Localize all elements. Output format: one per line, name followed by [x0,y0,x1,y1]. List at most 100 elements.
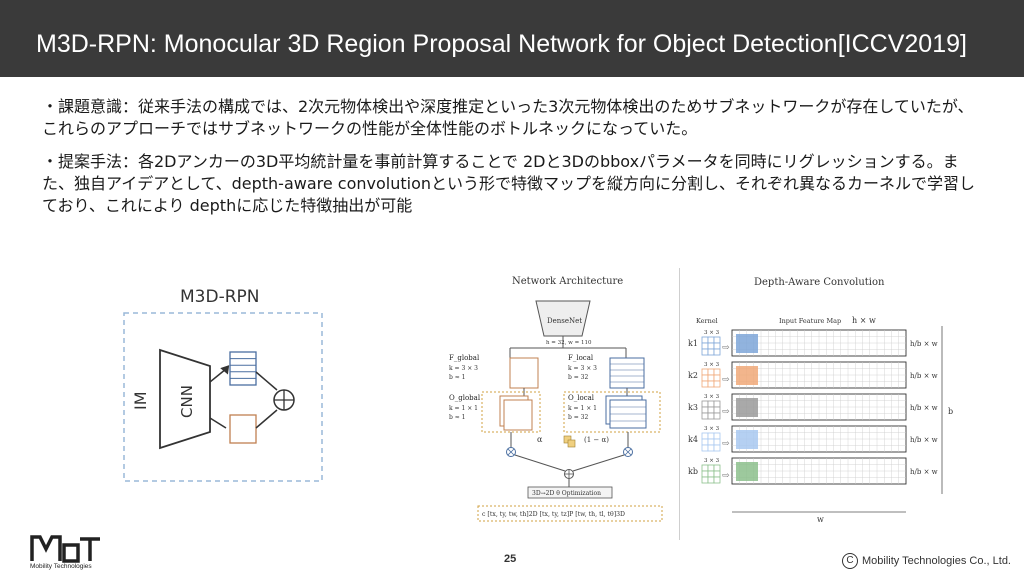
kernel-label-2: k2 [688,371,698,380]
kernel-cell [713,438,721,446]
kernel-size-5: 3 × 3 [704,458,720,464]
m3drpn-title: M3D-RPN [180,287,260,307]
depth-aware-title: Depth-Aware Convolution [754,277,885,288]
kernel-label-1: k1 [688,339,698,348]
m3drpn-diagram: M3D-RPN IM CNN [123,287,323,482]
f-local-block [609,357,645,389]
company-logo [30,533,100,567]
kernel-cell [701,336,709,344]
logo-subtitle: Mobility Technologies [30,563,92,570]
kernel-cell [701,374,709,382]
o-local-frame [563,391,661,433]
kernel-cell [713,374,721,382]
arrow-icon-2: ⇨ [722,375,730,385]
kernel-cell [701,406,709,414]
mot-logo-icon [30,535,100,563]
cnn-label: CNN [178,385,196,418]
figure-divider [679,268,680,540]
kernel-cell [713,336,721,344]
bins-label: b [948,407,953,416]
o-local-bins: b = 32 [568,414,589,421]
kernel-cell [713,412,721,420]
alpha-weight-icon [563,435,572,444]
kernel-cell [707,368,715,376]
local-feature-block [229,351,257,386]
kernel-cell [701,348,709,356]
kernel-cell [713,368,721,376]
alpha-label: α [537,435,543,444]
row-size-label-1: h/b × w [910,340,938,348]
kernel-cell [707,476,715,484]
kernel-cell [707,438,715,446]
input-image-label: IM [131,391,150,410]
hw-label: h × w [852,316,876,325]
densenet-label: DenseNet [547,317,582,325]
kernel-cell [713,348,721,356]
kernel-cell [707,374,715,382]
row-size-label-3: h/b × w [910,404,938,412]
copyright-icon: C [842,553,858,569]
one-minus-alpha-label: (1 − α) [584,436,609,444]
kernel-cell [713,380,721,388]
kernel-cell [707,380,715,388]
network-architecture-figure: Network Architecture DenseNet h = 32, w … [449,276,663,522]
kernel-cell [707,470,715,478]
kernel-patch-5 [736,462,758,481]
copyright-text: Mobility Technologies Co., Ltd. [862,554,1011,567]
cnn-trapezoid [159,348,211,450]
densenet-block [535,300,591,337]
optimization-label: 3D→2D θ Optimization [532,490,601,497]
output-frame [477,505,663,522]
o-local-label: O_local [568,394,595,402]
width-label: w [817,515,824,524]
kernel-cell [707,348,715,356]
kernel-cell [713,432,721,440]
kernel-cell [701,400,709,408]
kernel-cell [701,438,709,446]
kernel-cell [701,412,709,420]
global-feature-block [229,414,257,444]
title-bar [0,0,1024,77]
f-global-bins: b ≈ 1 [449,374,466,381]
kernel-cell [707,342,715,350]
kernel-patch-4 [736,430,758,449]
kernel-cell [701,342,709,350]
kernel-cell [707,406,715,414]
kernel-cell [707,412,715,420]
network-architecture-title: Network Architecture [512,276,623,287]
optimization-block [527,486,613,499]
kernel-cell [701,470,709,478]
densenet-params: h = 32, w = 110 [546,340,592,346]
kernel-cell [701,432,709,440]
row-size-label-5: h/b × w [910,468,938,476]
kernel-cell [713,400,721,408]
kernel-cell [707,400,715,408]
f-global-label: F_global [449,354,480,362]
kernel-cell [701,380,709,388]
row-size-label-2: h/b × w [910,372,938,380]
kernel-size-1: 3 × 3 [704,330,720,336]
row-size-label-4: h/b × w [910,436,938,444]
kernel-label-4: k4 [688,435,698,444]
kernel-patch-3 [736,398,758,417]
arrow-icon-3: ⇨ [722,407,730,417]
m3drpn-frame [123,312,323,482]
output-parameters: c [tx, ty, tw, th]2D [tx, ty, tz]P [tw, … [482,511,625,518]
kernel-size-2: 3 × 3 [704,362,720,368]
kernel-cell [713,470,721,478]
kernel-label-5: kb [688,467,698,476]
input-feature-map-header: Input Feature Map [779,317,841,325]
kernel-cell [701,368,709,376]
f-local-label: F_local [568,354,594,362]
kernel-size-4: 3 × 3 [704,426,720,432]
kernel-cell [713,406,721,414]
o-global-bins: b ≈ 1 [449,414,466,421]
kernel-cell [713,464,721,472]
kernel-cell [701,476,709,484]
copyright-notice: C Mobility Technologies Co., Ltd. [842,553,1011,569]
kernel-patch-1 [736,334,758,353]
bullet-problem: ・課題意識：従来手法の構成では、2次元物体検出や深度推定といった3次元物体検出の… [42,97,974,138]
bullet-list: ・課題意識：従来手法の構成では、2次元物体検出や深度推定といった3次元物体検出の… [42,96,982,228]
f-global-block [509,357,539,389]
